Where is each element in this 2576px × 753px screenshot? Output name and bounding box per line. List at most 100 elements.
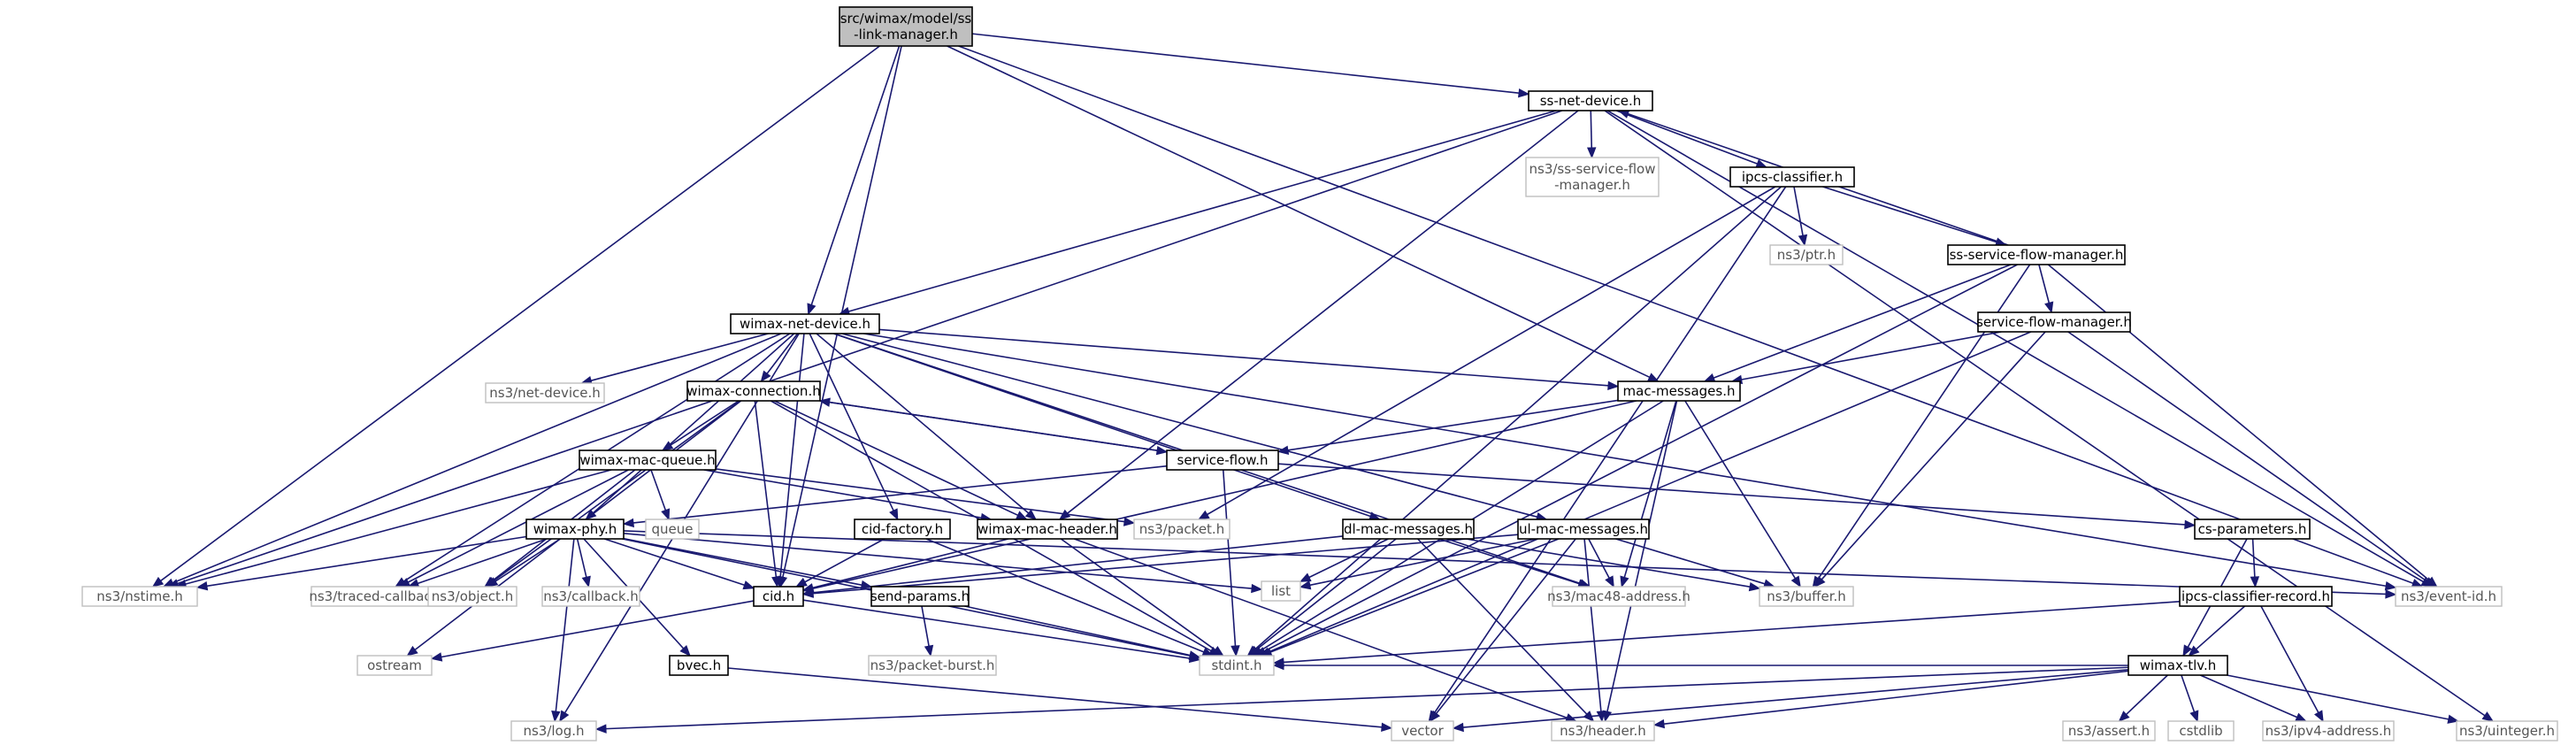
node-ssnetdev[interactable]: ss-net-device.h xyxy=(1528,90,1653,111)
node-label: ns3/assert.h xyxy=(2068,723,2150,739)
node-dlmac[interactable]: dl-mac-messages.h xyxy=(1342,519,1475,540)
node-queue: queue xyxy=(645,519,700,540)
node-box xyxy=(427,586,518,607)
edge-macmsg-to-buffer xyxy=(1684,400,1801,588)
edge-arrowhead xyxy=(760,370,771,383)
node-bvec[interactable]: bvec.h xyxy=(669,655,729,676)
node-wconn[interactable]: wimax-connection.h xyxy=(686,380,821,402)
node-box[interactable] xyxy=(854,519,951,540)
edge-line xyxy=(2196,605,2246,650)
node-cid[interactable]: cid.h xyxy=(753,586,804,607)
node-nstime: ns3/nstime.h xyxy=(81,586,198,607)
edge-line xyxy=(715,468,1125,523)
node-sssfm[interactable]: ss-service-flow-manager.h xyxy=(1947,244,2126,265)
edge-dlmac-to-buffer xyxy=(1465,538,1761,592)
edge-arrowhead xyxy=(162,578,175,588)
edge-dlmac-to-header xyxy=(1417,538,1595,722)
edge-line xyxy=(878,328,1609,387)
node-sendp[interactable]: send-params.h xyxy=(870,586,970,607)
node-root[interactable]: src/wimax/model/ss-link-manager.h xyxy=(839,6,973,47)
node-box[interactable] xyxy=(1166,449,1279,471)
edge-arrowhead xyxy=(151,576,165,588)
edge-dlmac-to-list xyxy=(1299,538,1389,582)
node-box[interactable] xyxy=(1517,519,1650,540)
edge-wtlv-to-log xyxy=(594,666,2129,734)
edge-sflow-to-stdint xyxy=(1222,469,1240,657)
node-box[interactable] xyxy=(579,449,717,471)
edge-arrowhead xyxy=(807,303,816,316)
edge-wphy-to-nstime xyxy=(196,535,527,591)
node-box[interactable] xyxy=(2179,586,2333,607)
node-label: src/wimax/model/ss xyxy=(840,11,972,27)
node-box[interactable] xyxy=(2128,655,2228,676)
edge-line xyxy=(1222,469,1237,647)
edge-arrowhead xyxy=(1272,660,1284,671)
edge-wimaxnet-to-macmsg xyxy=(878,328,1620,391)
node-icr[interactable]: ipcs-classifier-record.h xyxy=(2179,586,2333,607)
edge-line xyxy=(576,538,587,578)
node-box[interactable] xyxy=(1977,311,2131,333)
node-box[interactable] xyxy=(686,380,821,402)
node-box[interactable] xyxy=(1528,90,1653,111)
node-wmq[interactable]: wimax-mac-queue.h xyxy=(579,449,717,471)
node-box xyxy=(510,720,597,741)
node-box[interactable] xyxy=(977,519,1118,540)
node-wphy[interactable]: wimax-phy.h xyxy=(525,519,625,540)
node-box[interactable] xyxy=(730,313,880,334)
node-label: ns3/ptr.h xyxy=(1777,247,1836,263)
node-log: ns3/log.h xyxy=(510,720,597,741)
node-box[interactable] xyxy=(669,655,729,676)
node-sfm[interactable]: service-flow-manager.h xyxy=(1976,311,2132,333)
node-label: queue xyxy=(652,521,694,537)
node-box[interactable] xyxy=(753,586,804,607)
node-list: list xyxy=(1261,580,1301,602)
node-box xyxy=(485,382,605,403)
node-label: ul-mac-messages.h xyxy=(1519,521,1648,537)
node-box[interactable] xyxy=(1947,244,2126,265)
node-box[interactable] xyxy=(525,519,625,540)
node-label: ns3/mac48-address.h xyxy=(1547,588,1690,604)
edge-root-to-ssnetdev xyxy=(971,33,1530,98)
edge-arrowhead xyxy=(1798,234,1808,247)
node-label: wimax-mac-queue.h xyxy=(579,452,715,468)
node-object: ns3/object.h xyxy=(427,586,518,607)
edge-line xyxy=(1308,538,1389,579)
edge-line xyxy=(947,45,1651,379)
node-ipcscls[interactable]: ipcs-classifier.h xyxy=(1729,166,1855,188)
node-label: mac-messages.h xyxy=(1623,383,1736,399)
node-sflow[interactable]: service-flow.h xyxy=(1166,449,1279,471)
node-wmh[interactable]: wimax-mac-header.h xyxy=(977,519,1118,540)
node-box[interactable] xyxy=(1342,519,1475,540)
edge-line xyxy=(1583,538,1602,712)
node-box[interactable] xyxy=(1729,166,1855,188)
edge-line xyxy=(804,538,886,583)
edge-line xyxy=(2067,331,2427,582)
edge-line xyxy=(2126,674,2168,716)
node-ulmac[interactable]: ul-mac-messages.h xyxy=(1517,519,1650,540)
edge-ipcscls-to-ptr xyxy=(1793,186,1808,247)
node-box xyxy=(1133,519,1230,540)
edge-wmq-to-packet xyxy=(715,468,1136,526)
node-box[interactable] xyxy=(870,586,970,607)
node-box[interactable] xyxy=(2194,519,2311,540)
edge-arrowhead xyxy=(2385,589,2397,599)
edge-arrowhead xyxy=(196,581,209,591)
edge-line xyxy=(1277,463,2186,526)
node-wtlv[interactable]: wimax-tlv.h xyxy=(2128,655,2228,676)
edge-line xyxy=(921,605,930,647)
edge-line xyxy=(2227,674,2450,720)
node-csparam[interactable]: cs-parameters.h xyxy=(2194,519,2311,540)
edge-csparam-to-icr xyxy=(2250,538,2260,588)
node-box[interactable] xyxy=(839,6,973,47)
node-cidfac[interactable]: cid-factory.h xyxy=(854,519,951,540)
node-wimaxnet[interactable]: wimax-net-device.h xyxy=(730,313,880,334)
edge-sendp-to-stdint xyxy=(964,605,1201,660)
edge-line xyxy=(623,537,862,586)
node-label: ss-service-flow-manager.h xyxy=(1950,247,2124,263)
node-box[interactable] xyxy=(1617,380,1741,402)
edge-line xyxy=(1604,110,2486,717)
node-macmsg[interactable]: mac-messages.h xyxy=(1617,380,1741,402)
edge-arrowhead xyxy=(1188,650,1201,660)
node-label: -link-manager.h xyxy=(854,27,958,42)
edge-line xyxy=(623,533,1253,589)
